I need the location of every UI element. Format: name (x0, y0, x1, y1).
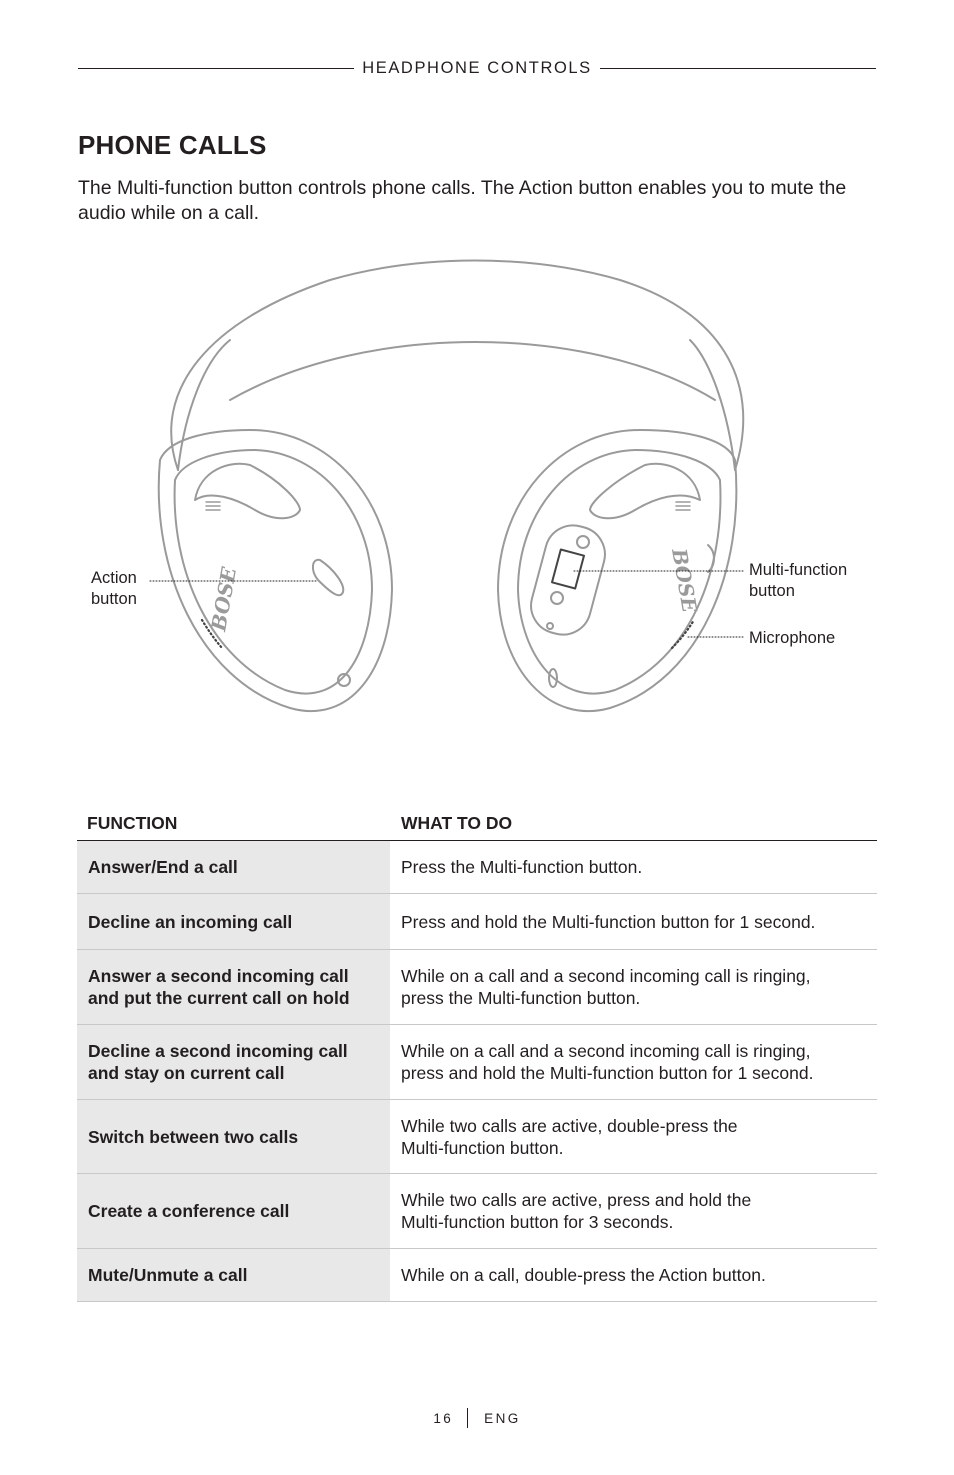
what-to-do-cell: While two calls are active, press and ho… (390, 1173, 877, 1249)
what-to-do-cell: Press and hold the Multi-function button… (390, 893, 877, 950)
table-row: Decline an incoming call Press and hold … (77, 893, 877, 950)
microphone-callout: Microphone (749, 628, 835, 649)
callout-line: Action (91, 569, 137, 587)
section-header: HEADPHONE CONTROLS (78, 57, 876, 79)
headphones-illustration: BOSE BOSE (149, 259, 745, 713)
table-header-row: FUNCTION WHAT TO DO (77, 806, 877, 841)
callout-line: Microphone (749, 629, 836, 647)
function-cell: Mute/Unmute a call (77, 1248, 390, 1302)
cell-line: While two calls are active, press and ho… (401, 1190, 752, 1210)
function-cell: Create a conference call (77, 1173, 390, 1249)
phone-calls-table: FUNCTION WHAT TO DO Answer/End a call Pr… (77, 806, 877, 1302)
headband-edge-right (689, 339, 736, 471)
table-row: Mute/Unmute a call While on a call, doub… (77, 1248, 877, 1302)
bose-logo-left: BOSE (206, 565, 241, 634)
cell-line: While on a call and a second incoming ca… (401, 1041, 811, 1061)
multifunction-button-callout: Multi-function button (749, 560, 847, 602)
action-button-callout: Action button (91, 568, 137, 610)
headband-outer (170, 259, 745, 471)
what-to-do-cell: While two calls are active, double-press… (390, 1099, 877, 1174)
headband-edge-left (177, 339, 231, 471)
header-rule-left (78, 67, 355, 69)
table-row: Answer a second incoming call and put th… (77, 949, 877, 1025)
cell-line: Multi-function button. (401, 1137, 564, 1158)
intro-paragraph: The Multi-function button controls phone… (78, 177, 847, 224)
cell-line: While on a call and a second incoming ca… (401, 966, 811, 986)
section-label: HEADPHONE CONTROLS (362, 58, 592, 77)
cell-line: and stay on current call (88, 1063, 285, 1083)
cell-line: press and hold the Multi-function button… (401, 1063, 814, 1083)
header-rule-right (599, 67, 876, 69)
footer-divider (467, 1408, 469, 1428)
what-to-do-cell: While on a call and a second incoming ca… (390, 949, 877, 1025)
table-row: Answer/End a call Press the Multi-functi… (77, 840, 877, 894)
bose-logo-right: BOSE (667, 546, 702, 615)
cell-line: Multi-function button for 3 seconds. (401, 1212, 674, 1232)
what-to-do-cell: While on a call, double-press the Action… (390, 1248, 877, 1302)
cell-line: Decline a second incoming call (88, 1041, 348, 1061)
callout-line: button (91, 590, 137, 608)
function-cell: Switch between two calls (77, 1099, 390, 1174)
column-header-function: FUNCTION (77, 806, 390, 841)
callout-line: Multi-function (749, 561, 848, 579)
table-row: Decline a second incoming call and stay … (77, 1024, 877, 1100)
function-cell: Decline an incoming call (77, 893, 390, 950)
language-code: ENG (484, 1410, 521, 1426)
function-cell: Answer a second incoming call and put th… (77, 949, 390, 1025)
page-footer: 16 ENG (0, 1407, 954, 1429)
cell-line: and put the current call on hold (88, 988, 350, 1008)
table-row: Create a conference call While two calls… (77, 1173, 877, 1249)
what-to-do-cell: Press the Multi-function button. (390, 840, 877, 894)
cell-line: press the Multi-function button. (401, 988, 641, 1008)
page-number: 16 (433, 1410, 454, 1426)
column-header-what-to-do: WHAT TO DO (390, 806, 877, 841)
right-earcup (497, 429, 738, 713)
callout-line: button (749, 582, 795, 600)
headphones-diagram: BOSE BOSE Action bu (0, 240, 954, 730)
left-earcup (157, 429, 393, 713)
cell-line: Answer a second incoming call (88, 966, 349, 986)
table-row: Switch between two calls While two calls… (77, 1099, 877, 1174)
headband-inner (229, 341, 716, 401)
cell-line: While two calls are active, double-press… (401, 1115, 738, 1136)
function-cell: Decline a second incoming call and stay … (77, 1024, 390, 1100)
page-title: PHONE CALLS (78, 130, 267, 160)
function-cell: Answer/End a call (77, 840, 390, 894)
what-to-do-cell: While on a call and a second incoming ca… (390, 1024, 877, 1100)
